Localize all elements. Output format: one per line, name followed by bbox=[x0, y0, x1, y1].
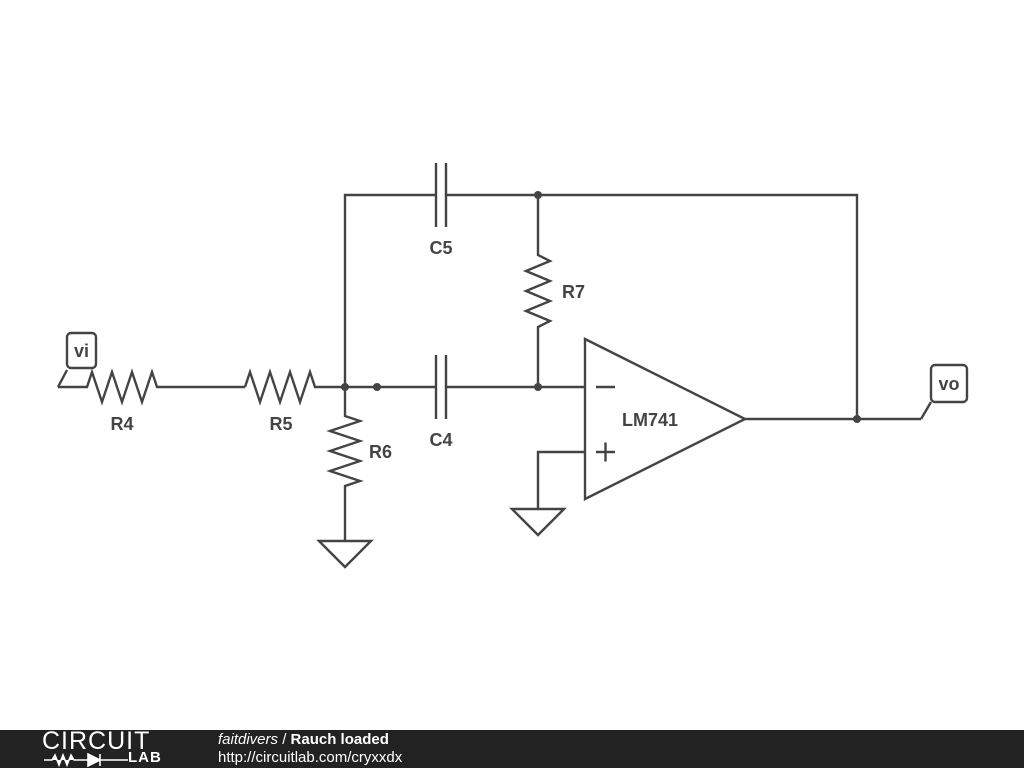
feedback-wire-top bbox=[343, 193, 859, 419]
resistor-r7 bbox=[522, 195, 554, 387]
logo-text-lab: LAB bbox=[128, 749, 162, 766]
label-r5: R5 bbox=[269, 414, 292, 434]
circuit-url-link[interactable]: http://circuitlab.com/cryxxdx bbox=[218, 749, 403, 766]
capacitor-c5 bbox=[434, 163, 448, 227]
ground-symbol-opamp bbox=[509, 507, 567, 537]
port-tag-vo: vo bbox=[919, 363, 969, 420]
label-r4: R4 bbox=[110, 414, 133, 434]
circuit-title: Rauch loaded bbox=[290, 731, 389, 748]
resistor-r4 bbox=[58, 368, 245, 406]
junction-dot bbox=[534, 383, 542, 391]
footer-bar: CIRCUIT LAB faitdivers / Rauch loaded ht… bbox=[0, 727, 1024, 768]
label-r6: R6 bbox=[369, 442, 392, 462]
resistor-r6 bbox=[326, 387, 364, 541]
label-r7: R7 bbox=[562, 282, 585, 302]
port-tag-vi: vi bbox=[56, 331, 98, 388]
author-link[interactable]: faitdivers bbox=[218, 731, 279, 748]
resistor-r5 bbox=[243, 368, 436, 406]
junction-dot bbox=[853, 415, 861, 423]
ground-symbol-r6 bbox=[316, 539, 374, 569]
label-c5: C5 bbox=[429, 238, 452, 258]
capacitor-c4 bbox=[434, 355, 448, 419]
wire-noninverting-ground bbox=[536, 450, 585, 509]
title-separator: / bbox=[278, 731, 291, 748]
footer-info: faitdivers / Rauch loaded http://circuit… bbox=[218, 731, 402, 767]
junction-dot bbox=[373, 383, 381, 391]
port-label-vo: vo bbox=[938, 374, 959, 394]
schematic-diagram: vi vo R4 R5 R6 R7 C4 C5 LM741 bbox=[56, 163, 969, 569]
logo-resistor-diode-icon bbox=[44, 753, 128, 767]
circuitlab-logo[interactable]: CIRCUIT LAB bbox=[42, 727, 177, 767]
label-c4: C4 bbox=[429, 430, 452, 450]
logo-text-circuit: CIRCUIT bbox=[42, 727, 151, 755]
opamp-lm741 bbox=[583, 337, 748, 501]
opamp-noninverting-symbol bbox=[596, 442, 615, 462]
port-label-vi: vi bbox=[74, 341, 89, 361]
junction-dot bbox=[534, 191, 542, 199]
label-opamp: LM741 bbox=[622, 410, 678, 430]
junction-dot bbox=[341, 383, 349, 391]
